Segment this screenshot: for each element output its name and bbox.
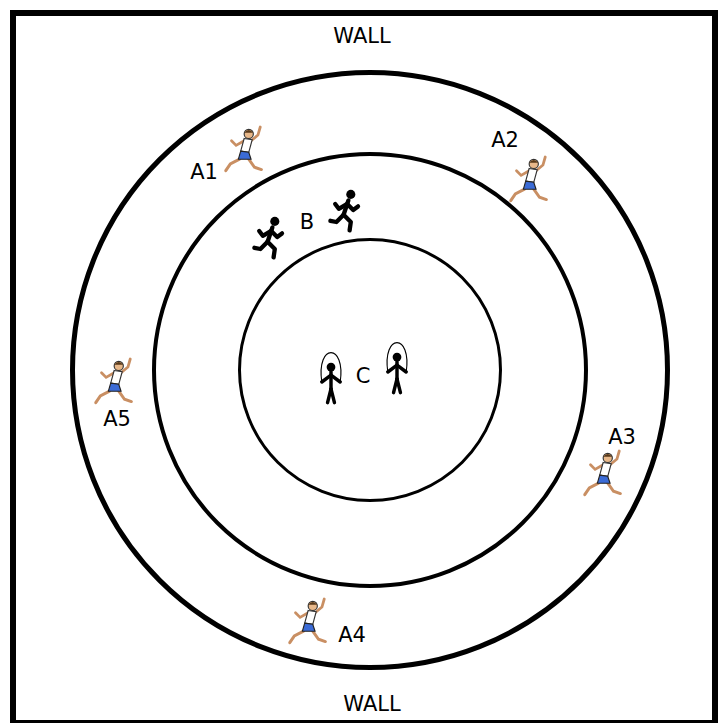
middle-ring-line: [154, 154, 586, 586]
wall-area: CBA1A2A3A4A5WALLWALL: [10, 10, 718, 723]
zone-label: C: [356, 366, 371, 387]
athlete-position-label: A4: [338, 625, 366, 646]
rope-jumper-figure: [321, 353, 341, 403]
rope-jumper-figure: [387, 343, 407, 393]
athlete-figure: [226, 127, 262, 171]
athlete-figure: [290, 599, 326, 643]
runner-figure: [330, 190, 358, 231]
middle-ring: CB: [152, 152, 588, 588]
zone-label: B: [300, 212, 314, 233]
athlete-figure: [511, 157, 547, 201]
athlete-position-label: A3: [608, 427, 636, 448]
outer-ring-line: [73, 73, 668, 668]
wall-label: WALL: [333, 26, 390, 47]
wall-label: WALL: [343, 694, 400, 715]
athlete-figure: [585, 451, 621, 495]
athlete-position-label: A5: [103, 409, 131, 430]
inner-circle: C: [238, 238, 502, 502]
runner-figure: [254, 217, 282, 258]
athlete-position-label: A1: [190, 162, 218, 183]
athlete-position-label: A2: [491, 130, 519, 151]
athlete-figure: [96, 359, 132, 403]
inner-circle-line: [240, 240, 501, 501]
outer-ring: CBA1A2A3A4A5: [70, 70, 670, 670]
